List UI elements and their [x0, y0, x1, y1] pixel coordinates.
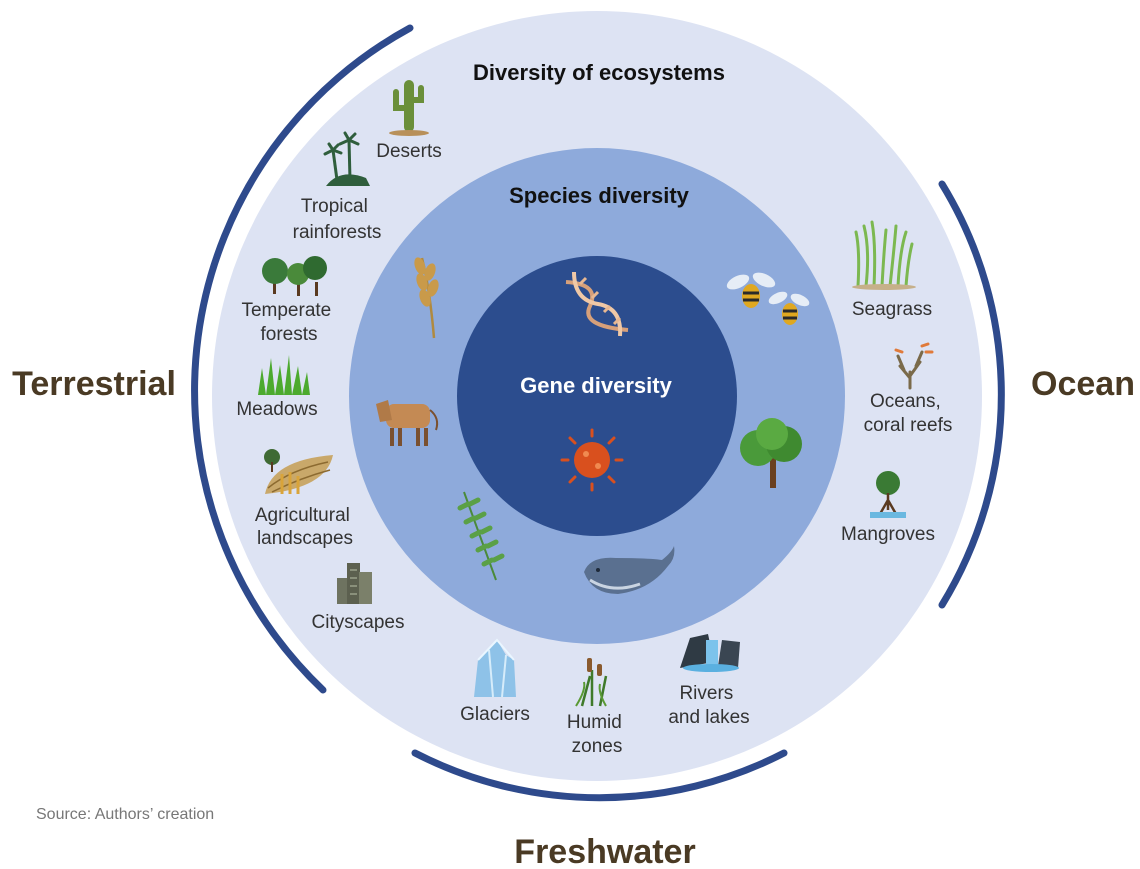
- farm-field-icon: [264, 449, 333, 494]
- buildings-icon: [337, 563, 372, 604]
- cactus-icon: [389, 80, 429, 136]
- freshwater-arc: [411, 749, 788, 802]
- deserts-label: Deserts: [376, 141, 441, 162]
- agricultural-label: Agricultural landscapes: [255, 505, 355, 549]
- tropical-label: Tropical rainforests: [293, 196, 382, 243]
- virus-icon: [560, 428, 624, 492]
- seagrass-icon: [852, 220, 916, 290]
- fern-icon: [457, 491, 505, 581]
- tree-icon: [740, 418, 802, 488]
- terrestrial-label: Terrestrial: [12, 365, 176, 403]
- mangroves-label: Mangroves: [841, 524, 935, 545]
- source-note: Source: Authors’ creation: [36, 806, 215, 823]
- ocean-arc: [938, 180, 1005, 609]
- bees-icon: [726, 272, 810, 325]
- freshwater-label: Freshwater: [514, 833, 695, 869]
- cityscapes-label: Cityscapes: [312, 612, 405, 633]
- glacier-icon: [474, 638, 516, 698]
- seagrass-label: Seagrass: [852, 299, 932, 320]
- whale-icon: [584, 546, 675, 594]
- wheat-icon: [414, 257, 439, 339]
- dna-icon: [565, 271, 629, 337]
- palm-island-icon: [323, 131, 370, 186]
- humid-label: Humid zones: [567, 712, 627, 757]
- mangrove-icon: [870, 471, 906, 518]
- species-title: Species diversity: [509, 183, 690, 208]
- grass-icon: [258, 355, 310, 395]
- gene-circle: [457, 256, 737, 536]
- reed-icon: [575, 658, 608, 707]
- deciduous-trees-icon: [262, 256, 327, 296]
- temperate-label: Temperate forests: [241, 300, 336, 345]
- glaciers-label: Glaciers: [460, 704, 530, 725]
- ocean-label: Ocean: [1031, 365, 1135, 403]
- oceans-label: Oceans, coral reefs: [864, 391, 953, 436]
- terrestrial-arc: [191, 24, 414, 694]
- ecosystems-title: Diversity of ecosystems: [473, 60, 725, 85]
- cow-icon: [376, 400, 439, 446]
- gene-title: Gene diversity: [520, 373, 672, 398]
- meadows-label: Meadows: [236, 399, 317, 420]
- rivers-label: Rivers and lakes: [668, 683, 749, 728]
- waterfall-icon: [680, 634, 740, 672]
- coral-icon: [894, 342, 934, 390]
